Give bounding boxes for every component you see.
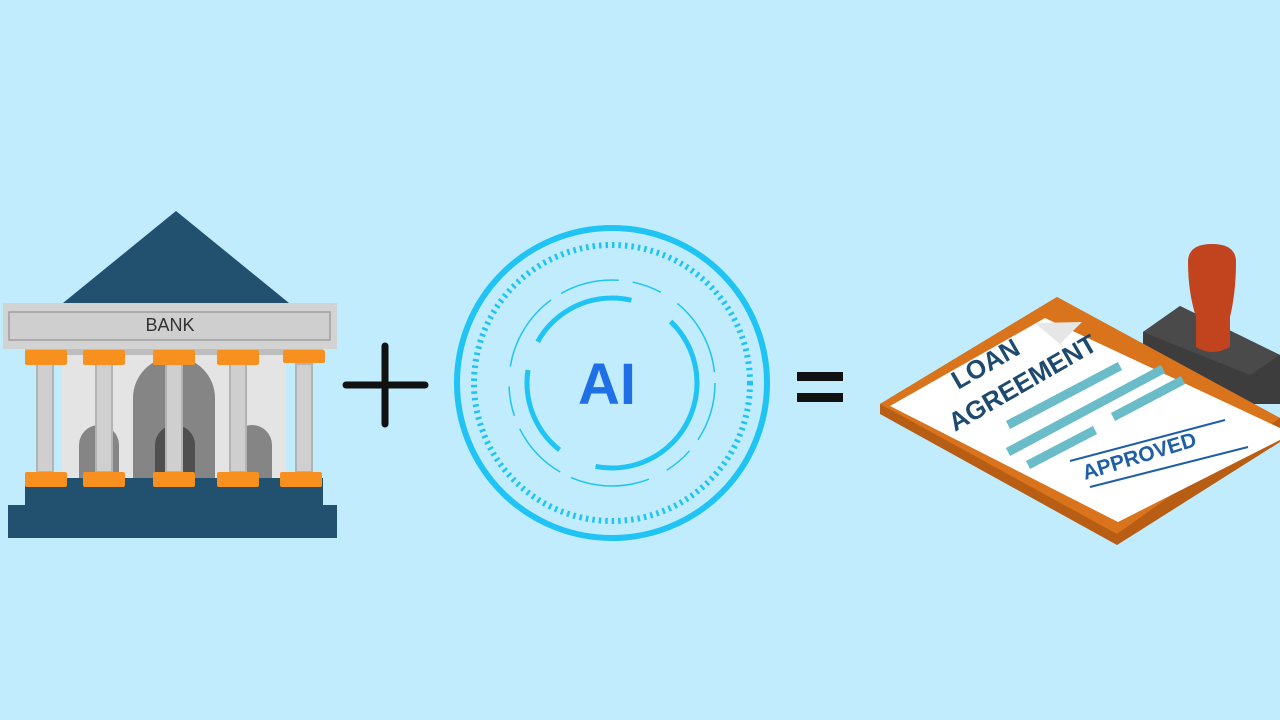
stamp-icon xyxy=(1143,244,1280,404)
loan-agreement-document: LOAN AGREEMENT APPROVED xyxy=(880,297,1280,545)
bank-sign: BANK xyxy=(145,315,194,335)
ai-label: AI xyxy=(578,352,636,417)
equals-icon xyxy=(797,372,843,402)
ai-circle-icon xyxy=(454,225,770,541)
plus-icon xyxy=(342,342,429,428)
bank-icon: BANK xyxy=(3,211,337,538)
